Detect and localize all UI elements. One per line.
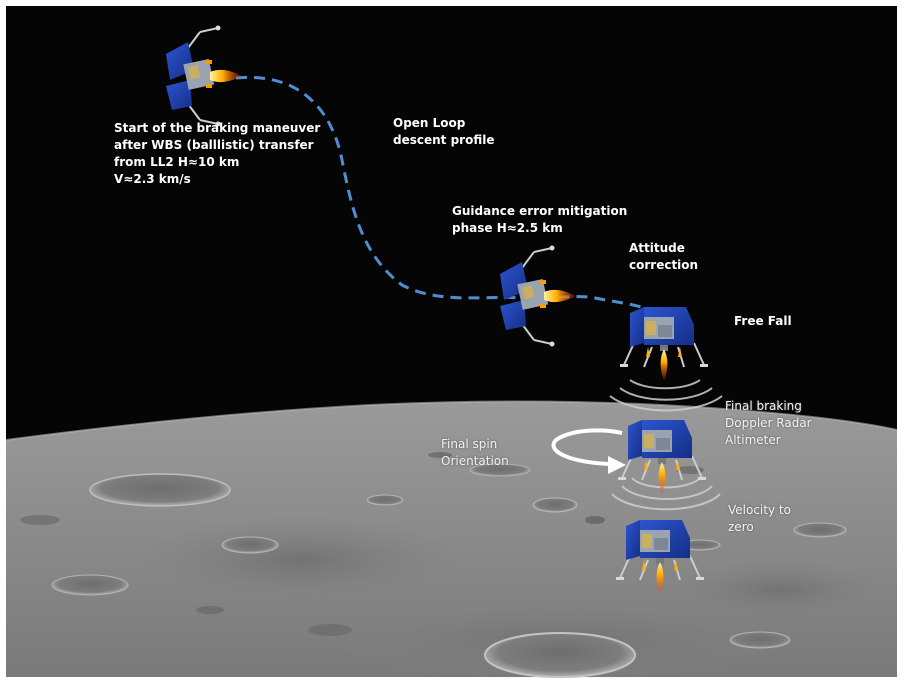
velocity-label: Velocity to zero [728, 502, 791, 536]
final-spin-line1: Final spin [441, 436, 509, 453]
open-loop-line2: descent profile [393, 132, 494, 149]
final-spin-line2: Orientation [441, 453, 509, 470]
start-label-line4: V≈2.3 km/s [114, 171, 320, 188]
start-label: Start of the braking maneuver after WBS … [114, 120, 320, 188]
final-braking-line3: Altimeter [725, 432, 812, 449]
final-braking-line1: Final braking [725, 398, 812, 415]
guidance-line2: phase H≈2.5 km [452, 220, 627, 237]
final-braking-label: Final braking Doppler Radar Altimeter [725, 398, 812, 449]
open-loop-line1: Open Loop [393, 115, 494, 132]
velocity-line1: Velocity to [728, 502, 791, 519]
final-braking-line2: Doppler Radar [725, 415, 812, 432]
guidance-label: Guidance error mitigation phase H≈2.5 km [452, 203, 627, 237]
free-fall-label: Free Fall [734, 313, 792, 330]
free-fall-text: Free Fall [734, 313, 792, 330]
start-label-line2: after WBS (balllistic) transfer [114, 137, 320, 154]
open-loop-label: Open Loop descent profile [393, 115, 494, 149]
start-label-line1: Start of the braking maneuver [114, 120, 320, 137]
start-label-line3: from LL2 H≈10 km [114, 154, 320, 171]
final-spin-label: Final spin Orientation [441, 436, 509, 470]
attitude-line2: correction [629, 257, 698, 274]
attitude-label: Attitude correction [629, 240, 698, 274]
guidance-line1: Guidance error mitigation [452, 203, 627, 220]
attitude-line1: Attitude [629, 240, 698, 257]
velocity-line2: zero [728, 519, 791, 536]
